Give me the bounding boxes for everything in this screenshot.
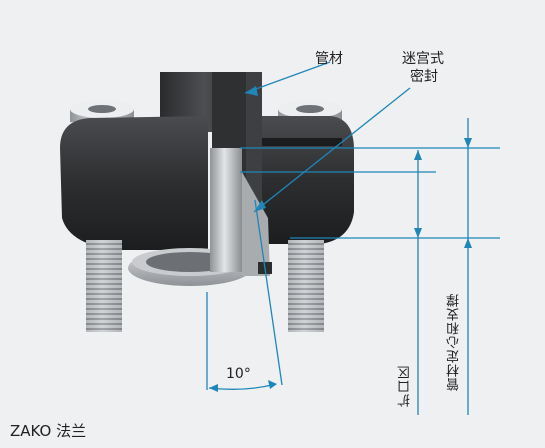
bolt-stud-right [288, 240, 324, 332]
angle-label: 10° [226, 366, 251, 382]
bolt-stud-left [86, 240, 122, 332]
annotation-lines [206, 61, 500, 415]
annotation-arrows [209, 86, 472, 392]
flare-insert [210, 148, 272, 276]
figure-caption: ZAKO 法兰 [10, 422, 87, 440]
labyrinth-seal-label-line2: 密封 [410, 69, 438, 85]
labyrinth-seal-label-line1: 迷宫式 [402, 51, 444, 67]
pipe-centering-support-label: 管材定心和支撑 [447, 293, 462, 391]
pipe-label: 管材 [315, 51, 343, 67]
flare-zone-label: 扩口区 [398, 365, 413, 407]
flange-body [60, 116, 354, 250]
